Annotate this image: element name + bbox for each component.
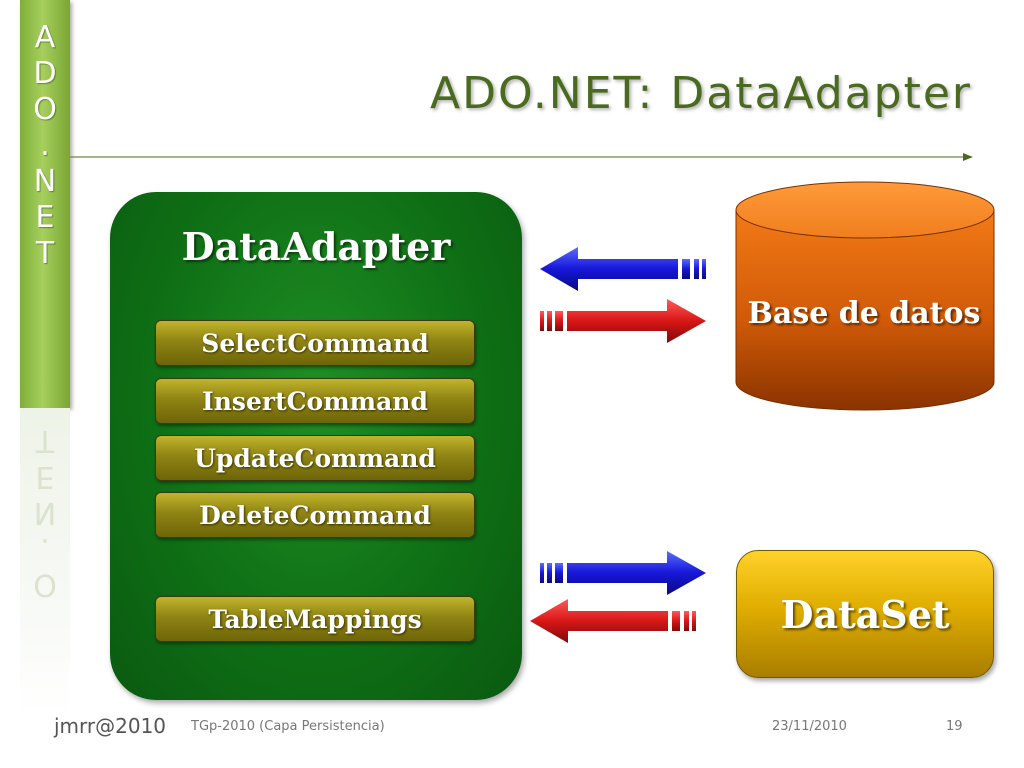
side-reflection-letter: T <box>35 423 55 458</box>
side-reflection-letter: E <box>35 459 55 494</box>
footer-date: 23/11/2010 <box>772 719 847 734</box>
database-cylinder <box>735 181 995 411</box>
dataset-box: DataSet <box>736 550 994 678</box>
database-label: Base de datos <box>747 296 981 331</box>
blue-arrow-left-from-database <box>540 247 706 291</box>
side-reflection-letter: . <box>40 531 50 566</box>
side-letter: D <box>33 56 57 91</box>
insert-command-box: InsertCommand <box>155 378 475 424</box>
red-arrow-left-from-dataset <box>530 599 696 643</box>
side-reflection-letter: O <box>33 567 57 602</box>
title-underline-arrow <box>70 153 973 161</box>
dataset-label: DataSet <box>780 591 950 637</box>
side-band: A D O . N E T <box>20 0 70 408</box>
red-arrow-right-to-database <box>540 299 706 343</box>
footer-author: jmrr@2010 <box>54 714 167 738</box>
slide-title: ADO.NET: DataAdapter <box>429 68 972 119</box>
side-reflection-letter: N <box>33 495 57 530</box>
side-letter: O <box>33 92 57 127</box>
side-letter: . <box>40 128 50 163</box>
footer-course: TGp-2010 (Capa Persistencia) <box>191 719 385 734</box>
side-letter: T <box>35 236 55 271</box>
side-letter: A <box>34 20 56 55</box>
delete-command-box: DeleteCommand <box>155 492 475 538</box>
data-adapter-panel: DataAdapter SelectCommand InsertCommand … <box>110 192 522 700</box>
select-command-box: SelectCommand <box>155 320 475 366</box>
update-command-box: UpdateCommand <box>155 435 475 481</box>
table-mappings-box: TableMappings <box>155 596 475 642</box>
side-letter: E <box>35 200 55 235</box>
side-letter: N <box>33 164 57 199</box>
footer-page-number: 19 <box>946 719 963 734</box>
side-band-reflection: T E N . O <box>20 408 70 718</box>
data-adapter-title: DataAdapter <box>181 224 451 269</box>
blue-arrow-right-to-dataset <box>540 551 706 595</box>
